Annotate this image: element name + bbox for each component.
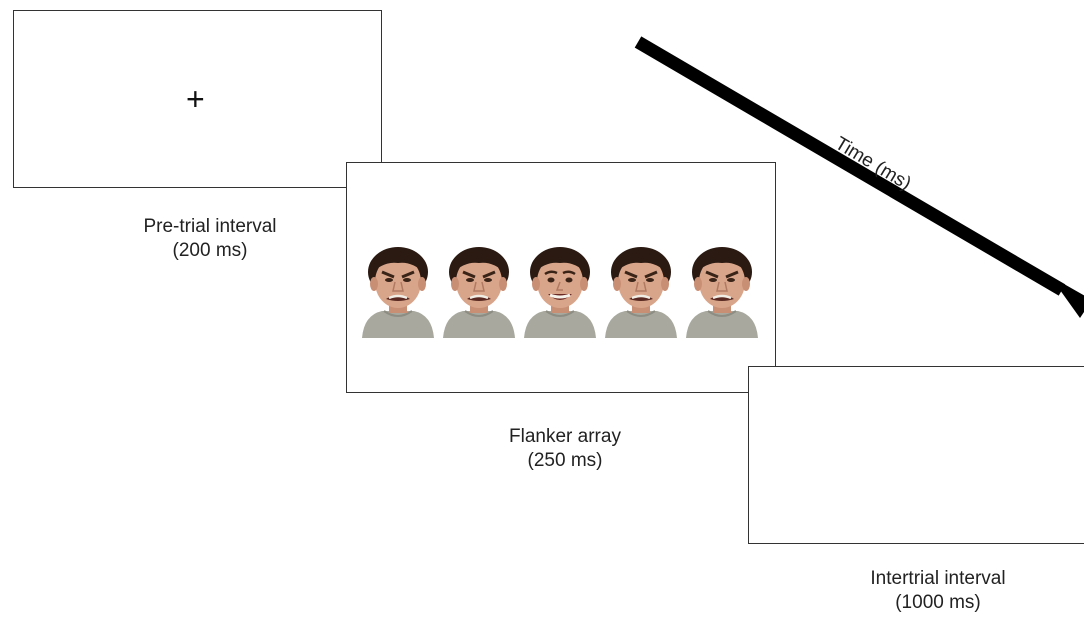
face-angry-4 — [605, 247, 677, 338]
face-happy-3 — [524, 247, 596, 338]
time-arrow-shaft — [634, 36, 1066, 296]
intertrial-frame — [748, 366, 1084, 544]
flanker-faces — [362, 247, 758, 338]
intertrial-label: Intertrial interval — [870, 568, 1006, 589]
face-angry-2 — [443, 247, 515, 338]
intertrial-duration: (1000 ms) — [895, 592, 981, 613]
intertrial-caption: Intertrial interval (1000 ms) — [828, 567, 1048, 615]
time-arrow-head — [1050, 276, 1084, 318]
pre-trial-caption: Pre-trial interval (200 ms) — [100, 215, 320, 263]
flanker-caption: Flanker array (250 ms) — [455, 425, 675, 473]
pre-trial-frame: + — [13, 10, 382, 188]
fixation-cross: + — [186, 81, 205, 117]
flanker-duration: (250 ms) — [527, 450, 603, 471]
face-angry-5 — [686, 247, 758, 338]
pre-trial-label: Pre-trial interval — [143, 216, 277, 237]
pre-trial-duration: (200 ms) — [172, 240, 248, 261]
flanker-label: Flanker array — [509, 426, 621, 447]
face-angry-1 — [362, 247, 434, 338]
